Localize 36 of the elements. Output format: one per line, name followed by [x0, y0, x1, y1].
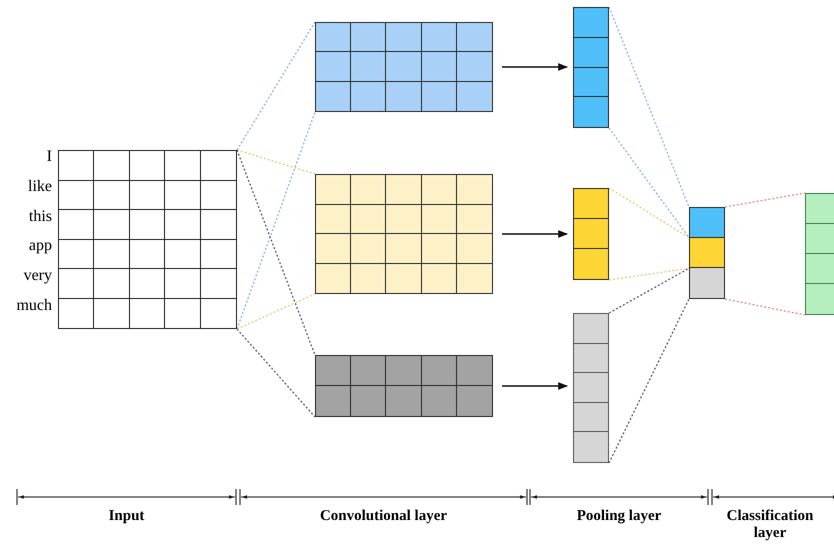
vector-column — [805, 193, 834, 315]
layer-label: Pooling layer — [576, 508, 662, 526]
matrix-grid — [315, 355, 493, 417]
projection-line — [236, 328, 316, 418]
row-word: like — [27, 178, 52, 195]
vector-column — [573, 313, 609, 463]
projection-line — [236, 149, 316, 175]
projection-line — [724, 192, 806, 208]
layer-label: Classification layer — [726, 508, 814, 542]
projection-line — [236, 22, 316, 150]
projection-line — [608, 298, 690, 464]
projection-line — [236, 293, 316, 330]
projection-line — [608, 268, 690, 314]
projection-line — [236, 150, 316, 356]
arrow — [502, 63, 568, 71]
row-word: this — [28, 208, 52, 225]
arrow — [502, 382, 568, 390]
row-word: much — [15, 298, 52, 314]
projection-line — [236, 112, 316, 330]
projection-line — [724, 298, 806, 316]
projection-line — [608, 188, 690, 238]
projection-line — [608, 128, 690, 238]
layer-label: Convolutional layer — [318, 508, 448, 526]
layer-label: Input — [108, 508, 146, 526]
matrix-grid — [58, 150, 237, 329]
arrow — [502, 230, 568, 238]
matrix-grid — [315, 22, 493, 112]
row-word: I — [46, 148, 52, 165]
vector-column — [689, 207, 725, 299]
vector-column — [573, 188, 609, 280]
matrix-grid — [315, 174, 493, 294]
projection-line — [608, 268, 690, 281]
row-word: very — [22, 268, 52, 284]
row-word: app — [28, 238, 52, 254]
vector-column — [573, 7, 609, 128]
projection-line — [608, 6, 690, 208]
